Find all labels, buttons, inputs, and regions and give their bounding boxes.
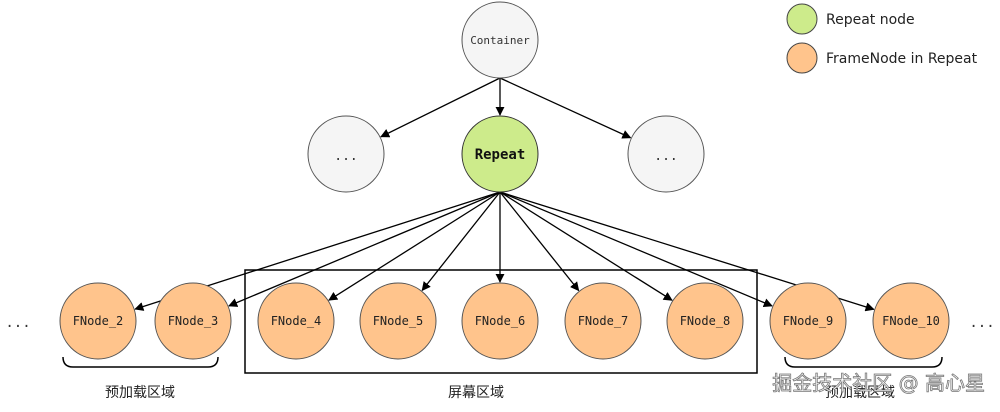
framenode-circle: [564, 282, 642, 360]
legend: Repeat node FrameNode in Repeat: [786, 3, 978, 74]
framenode-label: FNode_10: [882, 314, 940, 328]
framenode-circle: [666, 282, 744, 360]
legend-item-repeat-node: Repeat node: [786, 3, 915, 35]
framenode-label: FNode_2: [73, 314, 124, 328]
edge-container-to-left-sibling: [380, 77, 501, 138]
framenode-label: FNode_3: [168, 314, 219, 328]
edge-repeat-to-fnode-3: [228, 191, 501, 307]
legend-label-framenode: FrameNode in Repeat: [826, 51, 978, 67]
framenode-label: FNode_8: [680, 314, 731, 328]
edge-repeat-to-fnode-5: [421, 191, 501, 292]
repeat-node: Repeat: [461, 115, 539, 193]
framenode-label: FNode_6: [475, 314, 526, 328]
legend-swatch-framenode: [786, 42, 818, 74]
framenode-fnode-8: FNode_8: [666, 282, 744, 360]
edges: [134, 77, 875, 312]
left-preload-brace: [62, 356, 219, 368]
framenode-fnode-5: FNode_5: [359, 282, 437, 360]
framenode-fnode-10: FNode_10: [872, 282, 950, 360]
right-ellipsis: ...: [969, 315, 994, 331]
screen-region-label: 屏幕区域: [448, 385, 504, 401]
edge-repeat-to-fnode-4: [328, 191, 501, 301]
framenode-label: FNode_4: [271, 314, 322, 328]
watermark-text: 掘金技术社区 @ 高心星: [772, 371, 985, 395]
framenode-row: FNode_2 FNode_3 FNode_4 FNode_5 FNode_6 FNode…: [59, 282, 950, 360]
framenode-fnode-3: FNode_3: [154, 282, 232, 360]
left-ellipsis: ...: [5, 315, 30, 331]
repeat-label: Repeat: [475, 147, 526, 163]
framenode-fnode-9: FNode_9: [769, 282, 847, 360]
left-sibling-label: ...: [334, 149, 357, 164]
legend-label-repeat-node: Repeat node: [826, 12, 915, 28]
right-sibling-label: ...: [654, 149, 677, 164]
container-label: Container: [470, 34, 530, 47]
right-sibling-node: ...: [627, 115, 705, 193]
framenode-circle: [59, 282, 137, 360]
edge-repeat-to-fnode-8: [499, 191, 673, 301]
framenode-label: FNode_7: [578, 314, 629, 328]
framenode-circle: [461, 282, 539, 360]
framenode-fnode-4: FNode_4: [257, 282, 335, 360]
edge-repeat-to-fnode-7: [499, 191, 580, 292]
framenode-fnode-6: FNode_6: [461, 282, 539, 360]
right-preload-label: 预加载区域: [825, 385, 895, 401]
legend-item-framenode: FrameNode in Repeat: [786, 42, 978, 74]
framenode-circle: [872, 282, 950, 360]
screen-region-box: [244, 269, 758, 374]
edge-container-to-right-sibling: [499, 77, 632, 139]
framenode-label: FNode_9: [783, 314, 834, 328]
framenode-fnode-2: FNode_2: [59, 282, 137, 360]
framenode-circle: [359, 282, 437, 360]
framenode-circle: [257, 282, 335, 360]
framenode-circle: [154, 282, 232, 360]
framenode-label: FNode_5: [373, 314, 424, 328]
edge-repeat-to-fnode-9: [499, 191, 773, 307]
framenode-fnode-7: FNode_7: [564, 282, 642, 360]
container-node: Container: [461, 1, 539, 79]
left-sibling-node: ...: [307, 115, 385, 193]
right-preload-brace: [784, 356, 943, 368]
legend-swatch-repeat: [786, 3, 818, 35]
framenode-circle: [769, 282, 847, 360]
left-preload-label: 预加载区域: [105, 385, 175, 401]
